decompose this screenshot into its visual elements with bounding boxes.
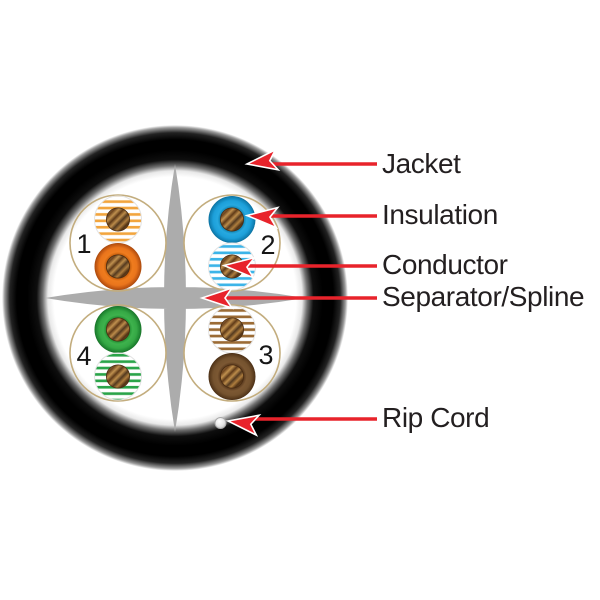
arrowhead-icon [221, 256, 257, 280]
conductor [106, 207, 131, 232]
arrowhead-icon [225, 414, 262, 437]
label-insulation: Insulation [382, 199, 498, 230]
conductor [219, 364, 244, 389]
pair-3-group [183, 304, 281, 402]
arrowhead-icon [244, 206, 280, 230]
rip-cord-dot [214, 417, 227, 429]
pair-4-circle [69, 304, 167, 402]
conductor [106, 364, 131, 389]
pair-1-group [69, 194, 167, 292]
conductor [106, 254, 131, 279]
pair-2-number: 2 [260, 230, 276, 260]
insulation-arrow [244, 206, 377, 230]
pair-2-circle [183, 194, 281, 292]
label-conductor: Conductor [382, 249, 508, 280]
label-separator: Separator/Spline [382, 281, 585, 312]
label-jacket: Jacket [382, 148, 461, 179]
pair-3-circle [183, 304, 281, 402]
conductor [219, 317, 244, 342]
conductor [106, 317, 131, 342]
separator-arrow [199, 286, 377, 310]
pair-4-number: 4 [76, 341, 92, 371]
conductor-arrow [221, 256, 377, 280]
conductor [219, 207, 244, 232]
arrowhead-icon [199, 286, 235, 310]
pair-1-number: 1 [76, 229, 92, 259]
rip-cord-arrow [225, 414, 377, 437]
pair-4-group [69, 304, 167, 402]
label-rip-cord: Rip Cord [382, 402, 490, 433]
pair-1-circle [69, 194, 167, 292]
pair-3-number: 3 [258, 340, 274, 370]
callout-arrows [199, 148, 377, 437]
arrowhead-icon [244, 148, 281, 171]
jacket-arrow [244, 148, 377, 171]
separator-spline [45, 164, 305, 432]
